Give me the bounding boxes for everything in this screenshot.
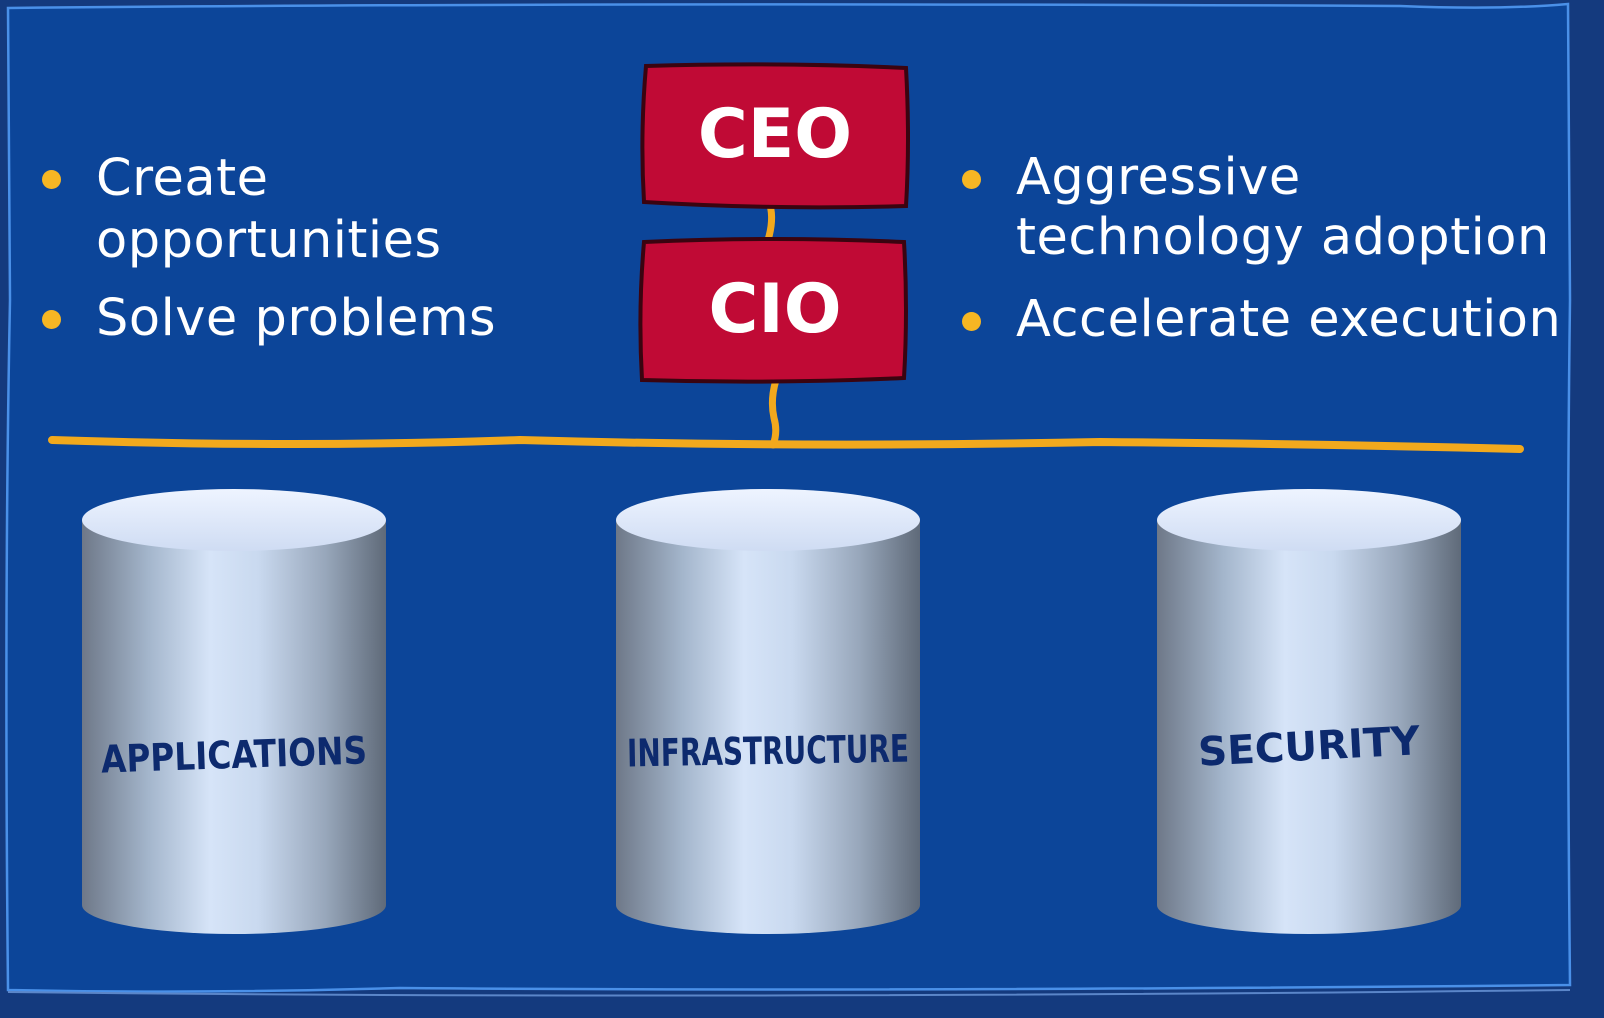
bullet-text: Create opportunities: [96, 149, 442, 270]
infrastructure-label: INFRASTRUCTURE: [627, 727, 910, 776]
horizontal-bus-line: [48, 435, 1524, 453]
bottom-shadow-edge: [7, 989, 1571, 997]
applications-label: APPLICATIONS: [100, 728, 367, 781]
bullet-dot-icon: [42, 310, 61, 329]
cio-label: CIO: [708, 270, 841, 349]
cylinder-infrastructure: INFRASTRUCTURE: [616, 489, 920, 934]
ceo-label: CEO: [698, 95, 852, 174]
bullet-dot-icon: [962, 312, 981, 331]
ceo-box: CEO: [640, 62, 910, 210]
bullet-item: Solve problems: [28, 288, 628, 350]
cylinder-security: SECURITY: [1157, 489, 1461, 934]
bullet-item: Create opportunities: [28, 148, 628, 272]
bullet-text: Aggressive technology adoption: [1016, 148, 1550, 267]
bullet-item: Accelerate execution: [948, 290, 1604, 350]
bullet-item: Aggressive technology adoption: [948, 148, 1604, 268]
bullet-text: Solve problems: [96, 289, 497, 348]
ceo-cio-connector: [764, 201, 776, 244]
bullet-text: Accelerate execution: [1016, 290, 1562, 349]
cylinder-applications: APPLICATIONS: [82, 489, 386, 934]
right-bullet-list: Aggressive technology adoption Accelerat…: [948, 148, 1604, 372]
cio-bus-connector: [768, 376, 780, 449]
cio-box: CIO: [638, 237, 908, 384]
bullet-dot-icon: [962, 170, 981, 189]
bullet-dot-icon: [42, 170, 61, 189]
left-bullet-list: Create opportunities Solve problems: [28, 148, 628, 366]
